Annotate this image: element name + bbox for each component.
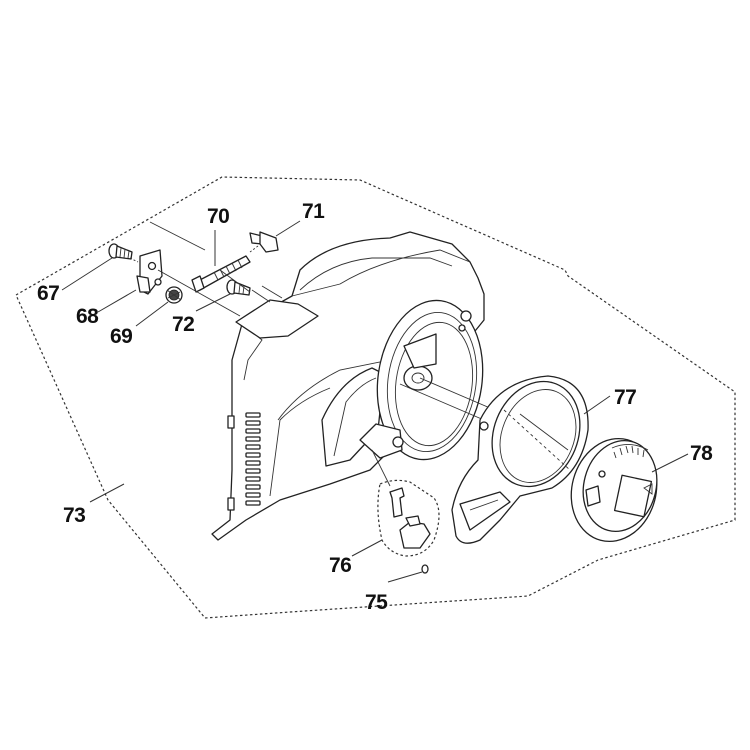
part-77-starter-ring bbox=[451, 375, 589, 544]
part-67-screw bbox=[108, 243, 133, 260]
callout-71: 71 bbox=[302, 200, 325, 223]
part-72-screw bbox=[226, 279, 251, 296]
subgroup-76-boundary bbox=[377, 479, 440, 557]
part-75-o-ring bbox=[421, 564, 429, 574]
callout-75: 75 bbox=[365, 591, 388, 614]
callout-78: 78 bbox=[690, 442, 713, 465]
callout-77: 77 bbox=[614, 386, 637, 409]
callout-67: 67 bbox=[37, 282, 60, 305]
callout-73: 73 bbox=[63, 504, 86, 527]
callout-70: 70 bbox=[207, 205, 230, 228]
callout-69: 69 bbox=[110, 325, 133, 348]
callout-76: 76 bbox=[329, 554, 352, 577]
part-70-shaft bbox=[191, 255, 251, 293]
leader-lines bbox=[61, 220, 689, 583]
part-78-cover-cap bbox=[570, 437, 658, 543]
callout-68: 68 bbox=[76, 305, 99, 328]
part-68-bracket bbox=[136, 249, 163, 295]
part-69-gear bbox=[165, 286, 183, 304]
callout-72: 72 bbox=[172, 313, 195, 336]
side-cover-body bbox=[211, 231, 485, 541]
part-71-cap bbox=[249, 231, 279, 253]
vent-slots bbox=[245, 412, 261, 506]
assembly-boundary-dashed bbox=[15, 176, 736, 619]
part-76-nut-kit bbox=[389, 487, 431, 549]
